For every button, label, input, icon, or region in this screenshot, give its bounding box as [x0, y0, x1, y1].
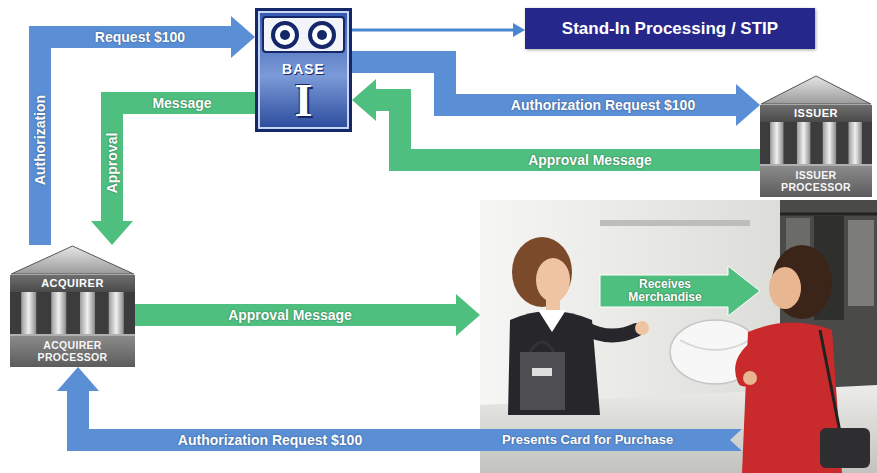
- shopping-bag: [520, 342, 565, 410]
- arrow-label: Authorization Request $100: [178, 432, 362, 448]
- flow-arrow: [352, 23, 525, 37]
- tape-reels: [261, 15, 346, 55]
- arrow-label: Approval Message: [228, 307, 352, 323]
- arrow-label: Request $100: [95, 29, 185, 45]
- scene-action: Presents Card for Purchase: [502, 432, 673, 448]
- bank-name: ACQUIRER: [14, 277, 131, 290]
- bank-name: ISSUER: [764, 107, 868, 120]
- merchandise-package: [670, 320, 760, 384]
- presents-arrow-band: [480, 429, 742, 451]
- store-wall: [480, 200, 877, 473]
- arrow-head: [91, 221, 133, 245]
- flow-arrow: [40, 16, 255, 245]
- scene-caption: Receives Merchandise: [605, 278, 725, 304]
- flow-arrow: [91, 103, 255, 245]
- receives-arrow: [600, 266, 760, 316]
- flow-arrow: [352, 62, 760, 126]
- bank-name-band: ACQUIRER: [10, 275, 135, 292]
- bank-column-set: [10, 292, 135, 334]
- stip-box: Stand-In Processing / STIP: [525, 8, 815, 49]
- arrow-head: [231, 16, 255, 58]
- clerk-figure: [508, 237, 649, 415]
- flow-arrow: [57, 367, 480, 440]
- arrow-head: [57, 367, 99, 391]
- bank-building: ISSUER ISSUER PROCESSOR: [760, 75, 872, 197]
- bank-columns: [760, 122, 872, 164]
- processor-name: ISSUER PROCESSOR: [774, 169, 858, 193]
- arrow-shaft: [40, 37, 232, 245]
- bank-name-band: ISSUER: [760, 105, 872, 122]
- bank-column-set: [760, 122, 872, 164]
- arrow-head: [736, 84, 760, 126]
- flow-arrow: [135, 294, 480, 336]
- base-one-system: BASEI: [255, 8, 352, 132]
- processor-name: ACQUIRER PROCESSOR: [30, 339, 115, 363]
- bank-columns: [10, 292, 135, 334]
- bank-processor-base: ACQUIRER PROCESSOR: [10, 334, 135, 367]
- arrow-head: [513, 23, 525, 37]
- bank-roof: [760, 75, 872, 105]
- arrow-label: Message: [152, 95, 211, 111]
- stip-label: Stand-In Processing / STIP: [541, 18, 799, 39]
- flow-arrow: [352, 79, 760, 160]
- arrow-head: [456, 294, 480, 336]
- vertical-arrow-label: Authorization: [32, 95, 48, 185]
- arrow-shaft: [112, 103, 255, 222]
- bank-roof: [10, 245, 135, 275]
- arrow-shaft: [352, 29, 514, 32]
- arrow-label: Authorization Request $100: [511, 97, 695, 113]
- bank-building: ACQUIRER ACQUIRER PROCESSOR: [10, 245, 135, 367]
- system-numeral: I: [295, 77, 313, 125]
- merchant-scene: Receives MerchandisePresents Card for Pu…: [480, 200, 877, 473]
- vertical-arrow-label: Approval: [104, 133, 120, 194]
- system-name: BASE: [282, 61, 325, 77]
- bank-processor-base: ISSUER PROCESSOR: [760, 164, 872, 197]
- arrow-head: [352, 79, 376, 121]
- arrow-label: Approval Message: [528, 152, 652, 168]
- wall-shelf: [600, 220, 750, 226]
- arrow-shaft: [135, 304, 457, 326]
- customer-figure: [742, 245, 870, 473]
